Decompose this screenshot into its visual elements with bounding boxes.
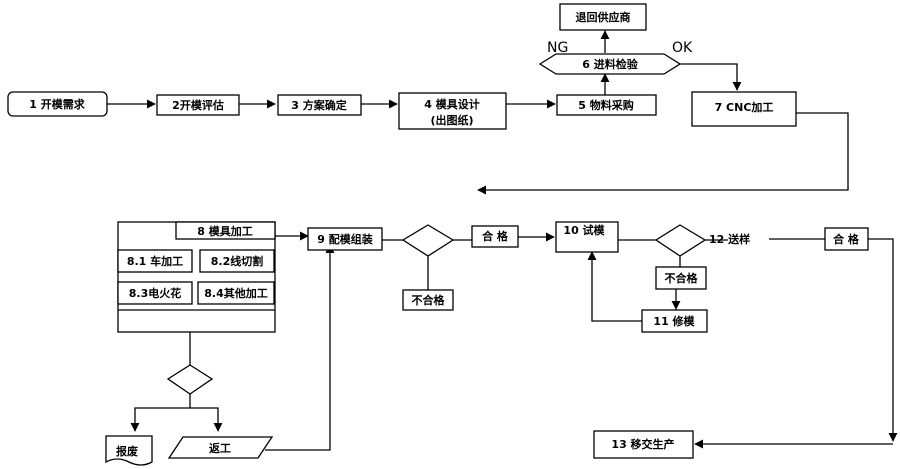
- connectors: [107, 30, 898, 451]
- node-10: 10 试模: [555, 221, 619, 253]
- node-8-2-label: 8.2线切割: [211, 254, 264, 268]
- node-13: 13 移交生产: [593, 430, 694, 459]
- node-pass-2: 合 格: [824, 227, 869, 251]
- node-5: 5 物料采购: [556, 94, 657, 116]
- node-11-label: 11 修模: [653, 314, 695, 328]
- node-pass-1: 合 格: [471, 225, 519, 248]
- node-4-label-line1: 4 模具设计: [424, 97, 479, 111]
- node-8-3-label: 8.3电火花: [129, 286, 182, 300]
- node-8: 8 模具加工 8.1 车加工 8.2线切割 8.3电火花 8.4其他加工: [117, 221, 276, 333]
- decision-diamond-2: [654, 224, 707, 257]
- pass-2-label: 合 格: [833, 232, 860, 246]
- node-1-label: 1 开模需求: [29, 97, 85, 111]
- decision-diamond-3: [166, 364, 214, 395]
- arrow-pass-down: [868, 238, 898, 442]
- node-9: 9 配模组装: [307, 227, 383, 251]
- node-3: 3 方案确定: [277, 94, 362, 116]
- node-10-label: 10 试模: [563, 223, 605, 237]
- arrow-7-to-8: [477, 112, 849, 195]
- node-13-label: 13 移交生产: [611, 437, 674, 451]
- node-8-1-label: 8.1 车加工: [127, 254, 183, 268]
- rework-label: 返工: [209, 441, 231, 455]
- node-11: 11 修模: [641, 309, 708, 333]
- ok-label: OK: [672, 40, 693, 56]
- arrow-to-rework: [190, 407, 223, 432]
- decision-diamond-1: [401, 224, 455, 257]
- node-2: 2开模评估: [156, 94, 240, 116]
- node-4-label-line2: (出图纸): [430, 113, 473, 127]
- node-3-label: 3 方案确定: [291, 98, 346, 112]
- node-7-label: 7 CNC加工: [715, 100, 774, 114]
- node-8-4-label: 8.4其他加工: [204, 286, 268, 300]
- node-5-label: 5 物料采购: [578, 98, 633, 112]
- node-2-label: 2开模评估: [172, 98, 224, 112]
- node-12-label: 12 送样: [709, 232, 750, 246]
- node-rework: 返工: [167, 436, 274, 459]
- return-supplier-label: 退回供应商: [576, 10, 631, 24]
- node-4: 4 模具设计 (出图纸): [398, 92, 507, 130]
- node-9-label: 9 配模组装: [317, 232, 372, 246]
- arrow-11-to-10: [587, 251, 642, 322]
- arrow-to-scrap: [130, 394, 191, 432]
- node-7: 7 CNC加工: [691, 91, 797, 127]
- node-fail-1: 不合格: [402, 289, 454, 311]
- node-scrap: 报废: [105, 435, 153, 466]
- scrap-label: 报废: [116, 444, 138, 458]
- fail-2-label: 不合格: [665, 271, 699, 285]
- pass-1-label: 合 格: [482, 229, 509, 243]
- node-6-decision: 6 进料检验: [538, 53, 682, 75]
- node-12: 12 送样: [709, 229, 769, 249]
- node-return-supplier: 退回供应商: [559, 3, 647, 31]
- node-8-label: 8 模具加工: [197, 224, 252, 238]
- node-1: 1 开模需求: [7, 91, 108, 117]
- node-6-label: 6 进料检验: [582, 57, 638, 71]
- fail-1-label: 不合格: [412, 293, 446, 307]
- ng-label: NG: [547, 40, 568, 56]
- arrow-6-to-7: [680, 63, 742, 91]
- arrow-rework-to-9: [265, 244, 335, 451]
- node-fail-2: 不合格: [655, 266, 707, 290]
